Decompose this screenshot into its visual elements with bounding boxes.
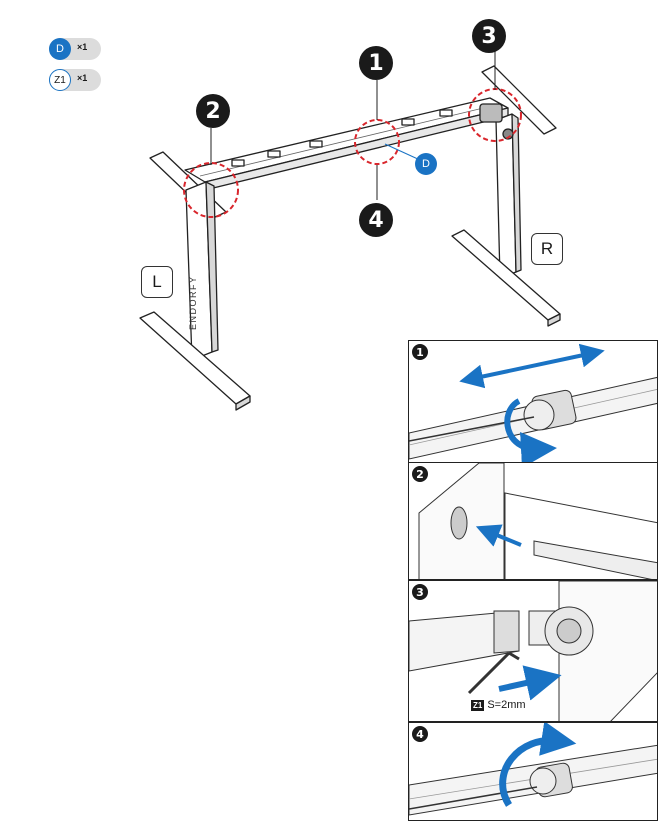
callout-3-label: 3 xyxy=(481,23,497,49)
panel-1-number: 1 xyxy=(412,344,428,360)
callout-1: 1 xyxy=(359,46,393,80)
rotate-arrow xyxy=(504,398,557,463)
callout-2: 2 xyxy=(196,94,230,128)
part-d-pill: D ×1 xyxy=(49,38,101,60)
side-label-right-text: R xyxy=(540,239,554,258)
tighten-arrow xyxy=(499,723,577,807)
panel-2-illustration xyxy=(418,463,657,579)
part-d-circle: D xyxy=(49,38,71,60)
slide-arrow xyxy=(459,343,605,389)
side-label-left-text: L xyxy=(152,272,162,291)
push-arrow xyxy=(498,665,562,701)
part-z1-circle: Z1 xyxy=(49,69,71,91)
detail-panel-1: 1 xyxy=(408,340,658,464)
part-d-code: D xyxy=(56,43,64,55)
panel-2-number: 2 xyxy=(412,466,428,482)
tool-size: S=2mm xyxy=(487,699,526,711)
tool-spec: Z1 S=2mm xyxy=(471,699,526,711)
callout-4: 4 xyxy=(359,203,393,237)
highlight-circle-1 xyxy=(354,119,400,165)
side-label-right: R xyxy=(531,233,563,265)
panel-1-illustration xyxy=(409,343,657,463)
insert-arrow xyxy=(475,524,522,547)
part-d-callout-label: D xyxy=(422,158,430,170)
detail-panel-4: 4 xyxy=(408,722,658,821)
detail-panel-2: 2 xyxy=(408,462,658,580)
part-d-qty: ×1 xyxy=(77,42,88,52)
part-z1-qty: ×1 xyxy=(77,73,88,83)
panel-3-number: 3 xyxy=(412,584,428,600)
tool-code: Z1 xyxy=(471,699,485,711)
callout-1-label: 1 xyxy=(368,50,384,76)
brand-text: ENDORFY xyxy=(188,275,198,330)
panel-3-illustration xyxy=(409,581,657,721)
part-z1-code: Z1 xyxy=(54,74,66,86)
right-top-bracket xyxy=(481,65,557,135)
panel-4-number: 4 xyxy=(412,726,428,742)
desk-frame-illustration: ENDORFY xyxy=(139,46,561,411)
panel-4-illustration xyxy=(409,723,657,816)
side-label-left: L xyxy=(141,266,173,298)
callout-4-label: 4 xyxy=(368,207,384,233)
callout-3: 3 xyxy=(472,19,506,53)
highlight-circle-2 xyxy=(183,162,239,218)
callout-2-label: 2 xyxy=(205,98,221,124)
part-d-callout: D xyxy=(415,153,437,175)
detail-panel-3: 3 Z1 S=2mm xyxy=(408,580,658,722)
part-z1-pill: Z1 ×1 xyxy=(49,69,101,91)
crossbeam xyxy=(184,97,509,183)
hex-key xyxy=(467,651,511,695)
